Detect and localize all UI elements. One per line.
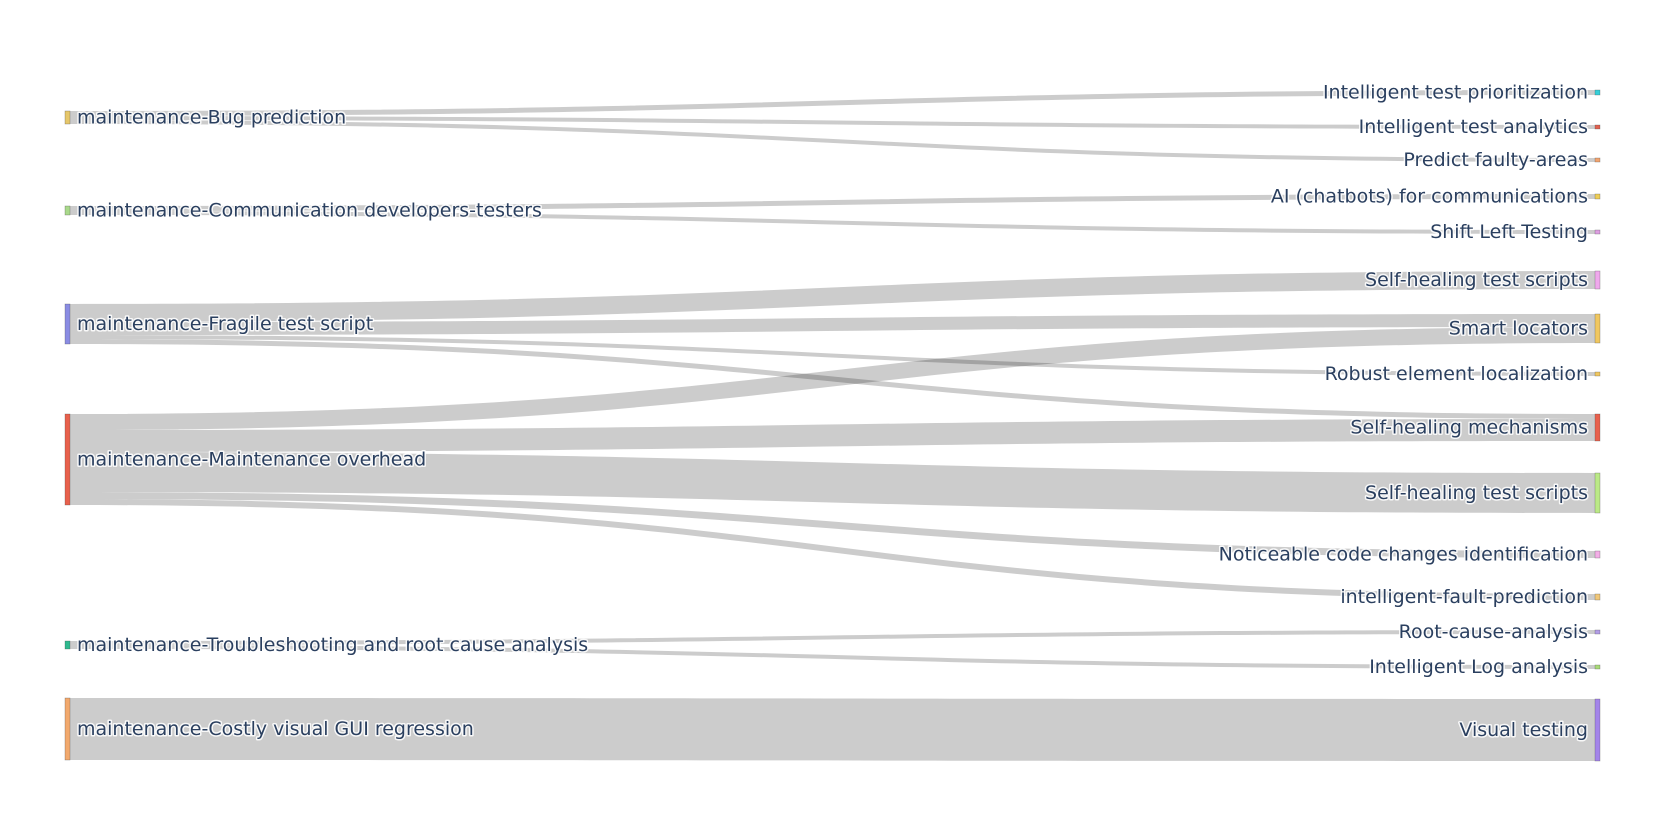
sankey-node-predict-faulty[interactable] [1594,157,1601,163]
sankey-labels: maintenance-Bug prediction maintenance-Co… [76,80,1590,743]
node-label-predict-faulty: Predict faulty-areas [1403,149,1588,171]
sankey-node-root-cause[interactable] [1594,629,1601,635]
node-label-costly-gui: maintenance-Costly visual GUI regression [77,718,474,740]
sankey-links [70,90,1595,761]
node-label-self-healing-scripts-2: Self-healing test scripts [1365,482,1588,504]
sankey-link-troubleshooting--root-cause[interactable] [70,630,1595,645]
sankey-link-communication--shift-left[interactable] [70,211,1595,234]
sankey-link-bug-prediction--test-prioritization[interactable] [70,90,1595,116]
sankey-link-fragile--robust-localization[interactable] [70,335,1595,376]
node-label-ai-chatbots: AI (chatbots) for communications [1271,186,1588,208]
sankey-link-fragile--self-healing-mechanisms[interactable] [70,339,1595,419]
sankey-link-overhead--noticeable-code-changes[interactable] [70,492,1595,558]
node-label-root-cause: Root-cause-analysis [1399,621,1588,643]
sankey-link-troubleshooting--log-analysis[interactable] [70,645,1595,669]
sankey-node-robust-localization[interactable] [1594,371,1601,377]
sankey-node-troubleshooting[interactable] [64,640,71,650]
sankey-node-bug-prediction[interactable] [64,110,71,125]
node-label-troubleshooting: maintenance-Troubleshooting and root cau… [77,634,588,656]
node-label-test-prioritization: Intelligent test prioritization [1323,82,1588,104]
sankey-link-overhead--smart-locators[interactable] [70,327,1595,430]
sankey-node-overhead[interactable] [64,413,71,506]
sankey-node-communication[interactable] [64,205,71,216]
node-label-robust-localization: Robust element localization [1325,363,1588,385]
sankey-node-smart-locators[interactable] [1594,313,1601,344]
node-label-log-analysis: Intelligent Log analysis [1369,656,1588,678]
node-label-communication: maintenance-Communication developers-tes… [77,200,542,222]
node-label-fault-prediction: intelligent-fault-prediction [1340,586,1588,608]
node-label-shift-left: Shift Left Testing [1430,221,1588,243]
node-label-fragile: maintenance-Fragile test script [77,313,373,335]
sankey-link-bug-prediction--predict-faulty[interactable] [70,120,1595,162]
sankey-nodes [64,89,1601,762]
node-label-smart-locators: Smart locators [1449,318,1588,340]
sankey-link-overhead--fault-prediction[interactable] [70,499,1595,600]
sankey-node-fragile[interactable] [64,303,71,345]
node-label-overhead: maintenance-Maintenance overhead [77,449,426,471]
sankey-node-self-healing-scripts-2[interactable] [1594,472,1601,514]
sankey-link-overhead--self-healing-mechanisms[interactable] [70,419,1595,452]
sankey-link-communication--ai-chatbots[interactable] [70,194,1595,211]
node-label-test-analytics: Intelligent test analytics [1359,116,1588,138]
sankey-link-fragile--self-healing-scripts-1[interactable] [70,271,1595,322]
sankey-node-self-healing-scripts-1[interactable] [1594,270,1601,290]
node-label-self-healing-scripts-1: Self-healing test scripts [1365,269,1588,291]
sankey-link-fragile--smart-locators[interactable] [70,314,1595,335]
sankey-node-fault-prediction[interactable] [1594,593,1601,601]
sankey-link-bug-prediction--test-analytics[interactable] [70,116,1595,129]
sankey-node-costly-gui[interactable] [64,697,71,761]
sankey-node-test-analytics[interactable] [1594,124,1601,130]
sankey-link-overhead--self-healing-scripts-2[interactable] [70,452,1595,513]
sankey-node-noticeable-code-changes[interactable] [1594,550,1601,559]
sankey-node-visual-testing[interactable] [1594,698,1601,762]
node-label-visual-testing: Visual testing [1459,719,1588,741]
sankey-node-log-analysis[interactable] [1594,664,1601,670]
sankey-link-costly-gui--visual-testing[interactable] [70,698,1595,761]
sankey-node-ai-chatbots[interactable] [1594,193,1601,200]
sankey-node-self-healing-mechanisms[interactable] [1594,413,1601,442]
node-label-self-healing-mechanisms: Self-healing mechanisms [1350,417,1588,439]
sankey-node-test-prioritization[interactable] [1594,89,1601,96]
node-label-noticeable-code-changes: Noticeable code changes identification [1219,544,1588,566]
sankey-node-shift-left[interactable] [1594,229,1601,235]
node-label-bug-prediction: maintenance-Bug prediction [77,107,346,129]
